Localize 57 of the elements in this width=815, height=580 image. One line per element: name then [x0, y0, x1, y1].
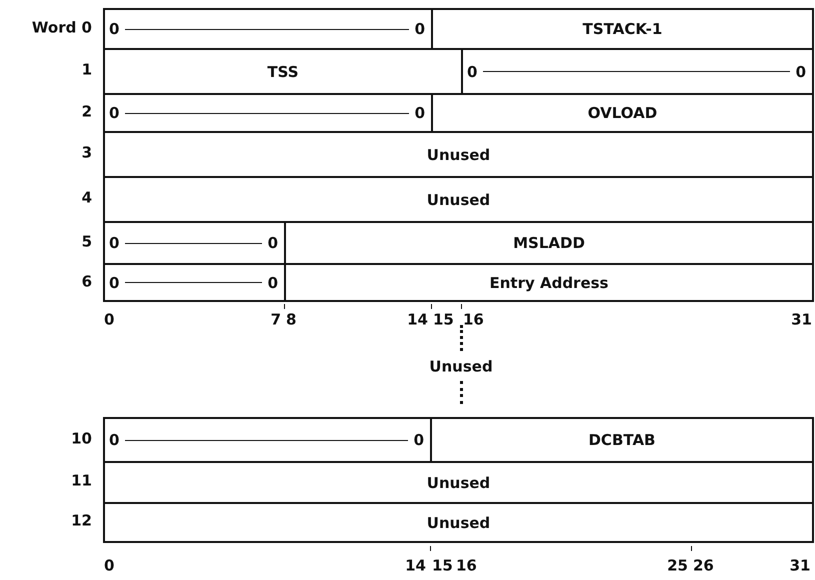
word-number: 12 [71, 514, 92, 528]
register-field [103, 263, 286, 302]
bit-value: 0 [268, 234, 278, 252]
bit-number: 14 [407, 312, 428, 328]
field-name: DCBTAB [588, 431, 656, 449]
word-number: 1 [82, 62, 92, 78]
bit-value: 0 [796, 62, 806, 80]
register-field [103, 8, 433, 50]
field-name: Unused [426, 474, 490, 492]
register-field [103, 502, 814, 543]
bit-value: 0 [109, 234, 120, 252]
bit-value: 0 [109, 431, 120, 449]
bit-number: 15 [433, 312, 454, 328]
word-number: Word 0 [32, 20, 92, 36]
word-number: 2 [82, 104, 92, 120]
field-name: OVLOAD [588, 104, 658, 122]
bit-number: 31 [790, 558, 810, 574]
register-field [284, 263, 814, 302]
field-name: Unused [426, 146, 490, 164]
bit-number: 15 [432, 558, 453, 574]
register-field [431, 8, 814, 50]
field-name: TSS [267, 62, 299, 80]
word-number: 5 [82, 234, 92, 250]
bit-number: 31 [791, 312, 812, 328]
bit-value: 0 [414, 104, 425, 122]
bit-number: 26 [693, 558, 714, 574]
bit-number: 0 [104, 558, 114, 574]
register-field [103, 176, 814, 223]
bit-number: 8 [286, 312, 296, 328]
field-name: TSTACK-1 [582, 20, 662, 38]
field-name: Unused [426, 190, 490, 208]
bit-value: 0 [414, 431, 424, 449]
field-name: Unused [426, 514, 490, 532]
bit-value: 0 [268, 274, 278, 292]
bit-value: 0 [467, 62, 478, 80]
bit-number: 0 [104, 312, 114, 328]
bit-value: 0 [109, 20, 120, 38]
bit-value: 0 [109, 104, 120, 122]
field-name: Entry Address [489, 274, 608, 292]
word-number: 3 [82, 146, 92, 160]
register-field [103, 417, 432, 463]
bit-number: 16 [456, 558, 477, 574]
word-number: 4 [82, 190, 92, 206]
word-number: 6 [82, 274, 92, 290]
bit-number: 7 [270, 312, 281, 328]
unused-note: Unused [429, 360, 493, 374]
register-field [103, 131, 814, 178]
register-field [430, 417, 814, 463]
word-number: 11 [71, 474, 92, 488]
bit-number: 25 [667, 558, 688, 574]
bit-value: 0 [109, 274, 120, 292]
bit-value: 0 [414, 20, 425, 38]
register-field [103, 461, 814, 504]
word-number: 10 [71, 432, 92, 446]
bit-number: 16 [463, 312, 484, 328]
field-name: MSLADD [513, 234, 585, 252]
bit-number: 14 [405, 558, 426, 574]
